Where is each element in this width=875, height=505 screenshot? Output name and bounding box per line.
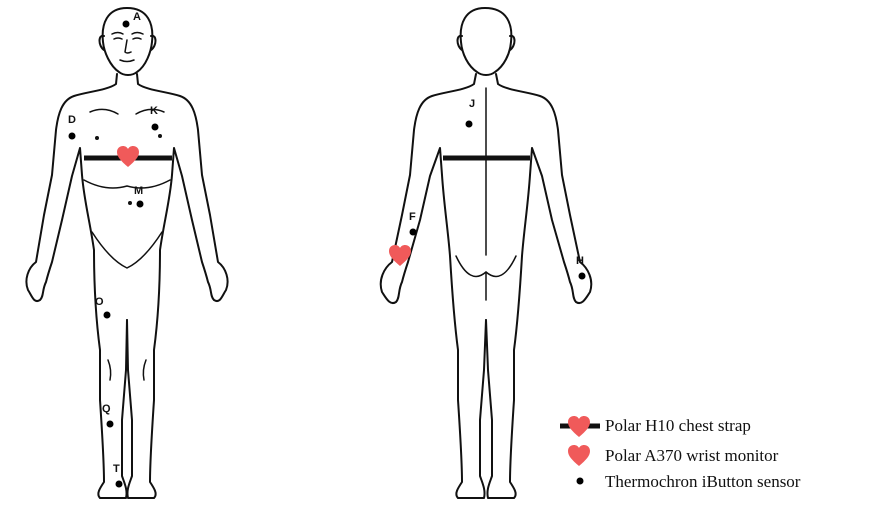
sensor-label-f: F [409,212,416,223]
sensor-dot-t [116,481,123,488]
sensor-dot-o [104,312,111,319]
sensor-label-d: D [68,115,76,126]
sensor-dot-m [137,201,144,208]
sensor-dot-a [123,21,130,28]
right-nipple-mark [158,134,162,138]
legend-strap-heart-icon [568,416,590,437]
sensor-dot-d [69,133,76,140]
sensor-label-j: J [469,99,475,110]
sensor-dot-f [410,229,417,236]
sensor-dot-h [579,273,586,280]
left-nipple-mark [95,136,99,140]
chest-strap-heart-icon [117,146,139,167]
legend-chest-strap-label: Polar H10 chest strap [605,417,751,434]
legend-wrist-heart-icon [568,445,590,466]
sensor-dot-q [107,421,114,428]
legend-ibutton-dot-icon [577,478,584,485]
sensor-label-m: M [134,186,143,197]
sensor-dot-j [466,121,473,128]
sensor-label-o: O [95,297,104,308]
sensor-label-h: H [576,256,584,267]
back-body-figure [381,8,592,498]
legend-wrist-monitor-label: Polar A370 wrist monitor [605,447,778,464]
sensor-label-q: Q [102,404,111,415]
navel-mark [128,201,132,205]
sensor-label-k: K [150,106,158,117]
sensor-label-a: A [133,12,141,23]
legend-ibutton-label: Thermochron iButton sensor [605,473,800,490]
sensor-label-t: T [113,464,120,475]
sensor-dot-k [152,124,159,131]
front-body-figure [26,8,227,498]
